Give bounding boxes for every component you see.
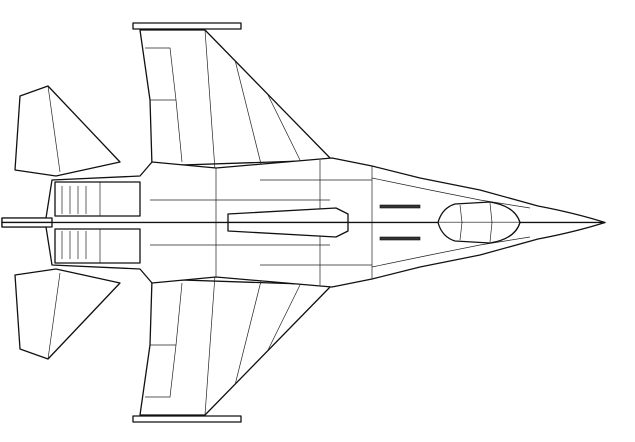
wingtip-missile-rail <box>132 22 242 30</box>
aircraft-upper-half <box>1 22 606 224</box>
aircraft-lower-half <box>1 221 606 423</box>
tail-sting <box>1 217 53 224</box>
vent-strip <box>379 204 421 209</box>
engine-nacelle <box>54 181 141 217</box>
stabilizer-line <box>47 85 61 173</box>
wing-panel-lines <box>204 29 301 171</box>
engine-detail <box>61 182 101 216</box>
horizontal-stabilizer <box>14 85 121 177</box>
center-fuselage-lines <box>150 160 373 222</box>
canopy-frame <box>459 202 493 223</box>
wing <box>139 29 333 167</box>
canopy <box>437 201 521 223</box>
flaperon <box>145 47 183 163</box>
missile <box>227 207 349 224</box>
lerx-line <box>371 177 531 209</box>
